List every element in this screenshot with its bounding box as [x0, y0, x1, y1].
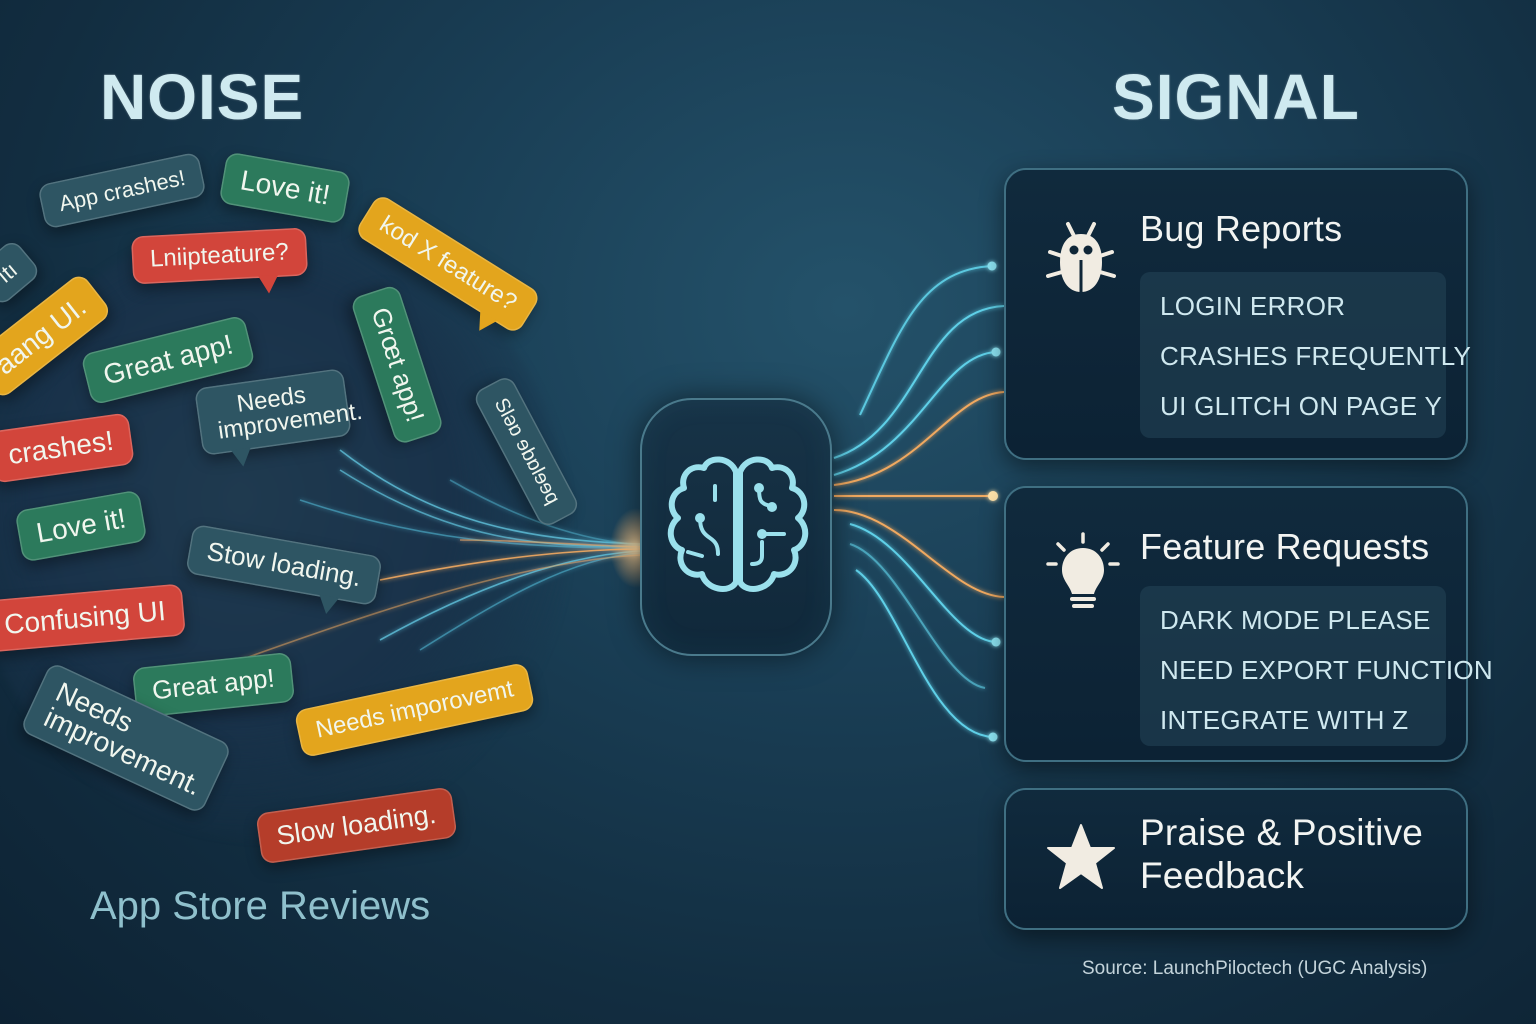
card-title-line: Praise & Positive — [1140, 812, 1424, 853]
noise-heading: NOISE — [100, 61, 305, 133]
ai-processor-box — [640, 398, 832, 656]
brain-circuit-icon — [667, 456, 809, 592]
list-item: LOGIN ERROR — [1160, 291, 1346, 321]
list-item: INTEGRATE WITH Z — [1160, 705, 1409, 735]
feature-items-list: DARK MODE PLEASE NEED EXPORT FUNCTION IN… — [1140, 586, 1493, 746]
praise-feedback-card: Praise & Positive Feedback — [1004, 788, 1468, 930]
bug-items-list: LOGIN ERROR CRASHES FREQUENTLY UI GLITCH… — [1140, 272, 1472, 438]
list-item: CRASHES FREQUENTLY — [1160, 341, 1472, 371]
star-icon — [1047, 824, 1115, 889]
list-item: DARK MODE PLEASE — [1160, 605, 1431, 635]
bug-icon — [1046, 222, 1116, 292]
card-title: Feature Requests — [1140, 526, 1430, 567]
list-item: UI GLITCH ON PAGE Y — [1160, 391, 1443, 421]
card-title: Praise & Positive Feedback — [1140, 812, 1423, 897]
feature-requests-card: Feature Requests DARK MODE PLEASE NEED E… — [1004, 486, 1493, 762]
signal-heading: SIGNAL — [1112, 61, 1360, 133]
lightbulb-icon — [1046, 532, 1120, 608]
card-title: Bug Reports — [1140, 208, 1343, 249]
app-store-reviews-label: App Store Reviews — [90, 884, 431, 928]
list-item: NEED EXPORT FUNCTION — [1160, 655, 1493, 685]
card-title-line: Feedback — [1140, 854, 1305, 896]
review-bubble: Lniipteature? — [130, 227, 308, 285]
source-caption: Source: LaunchPiloctech (UGC Analysis) — [1082, 958, 1428, 979]
bug-reports-card: Bug Reports LOGIN ERROR CRASHES FREQUENT… — [1004, 168, 1472, 460]
